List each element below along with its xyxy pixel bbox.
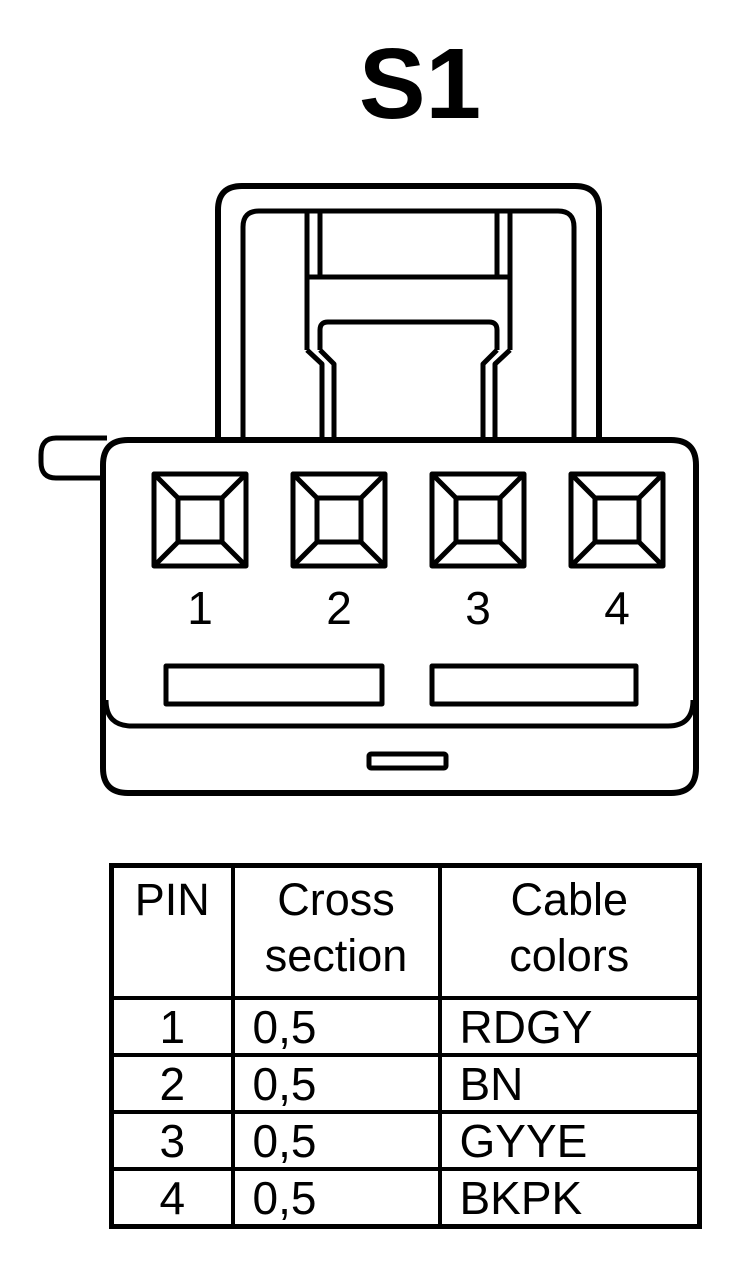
cell-cable-color: RDGY — [437, 996, 702, 1057]
cell-cable-color: BKPK — [437, 1167, 702, 1229]
pin-number-label: 1 — [187, 582, 213, 634]
connector-title: S1 — [359, 28, 481, 140]
pin-cavity — [151, 471, 249, 569]
cell-cross-section: 0,5 — [230, 1110, 442, 1171]
cell-cross-section: 0,5 — [230, 996, 442, 1057]
cell-cable-color: BN — [437, 1053, 702, 1114]
pin-number-label: 3 — [465, 582, 491, 634]
cell-cross-section: 0,5 — [230, 1053, 442, 1114]
header-pin: PIN — [109, 863, 235, 1000]
cell-pin: 1 — [109, 996, 235, 1057]
pin-number-label: 4 — [604, 582, 630, 634]
latch-inner — [240, 208, 577, 440]
header-cross-section: Cross section — [230, 863, 442, 1000]
table-row: 2 0,5 BN — [109, 1053, 702, 1114]
table-row: 3 0,5 GYYE — [109, 1110, 702, 1171]
latch-outer — [215, 183, 602, 440]
table-row: 1 0,5 RDGY — [109, 996, 702, 1057]
key-slot-left — [163, 663, 385, 707]
cell-pin: 2 — [109, 1053, 235, 1114]
latch-tongue — [304, 211, 513, 440]
cell-pin: 4 — [109, 1167, 235, 1229]
table-row: 4 0,5 BKPK — [109, 1167, 702, 1229]
key-slot-right — [429, 663, 639, 707]
cell-cross-section: 0,5 — [230, 1167, 442, 1229]
pin-number-label: 2 — [326, 582, 352, 634]
cell-pin: 3 — [109, 1110, 235, 1171]
table-header-row: PIN Cross section Cable colors — [109, 863, 702, 1000]
side-tab — [38, 435, 107, 481]
housing-slot — [366, 751, 449, 771]
pin-cavity — [290, 471, 388, 569]
cell-cable-color: GYYE — [437, 1110, 702, 1171]
pin-cavity — [568, 471, 666, 569]
pin-cavity — [429, 471, 527, 569]
pin-table: PIN Cross section Cable colors 1 0,5 RDG… — [109, 863, 702, 1229]
housing-ledge — [103, 699, 696, 729]
header-cable-colors: Cable colors — [437, 863, 702, 1000]
